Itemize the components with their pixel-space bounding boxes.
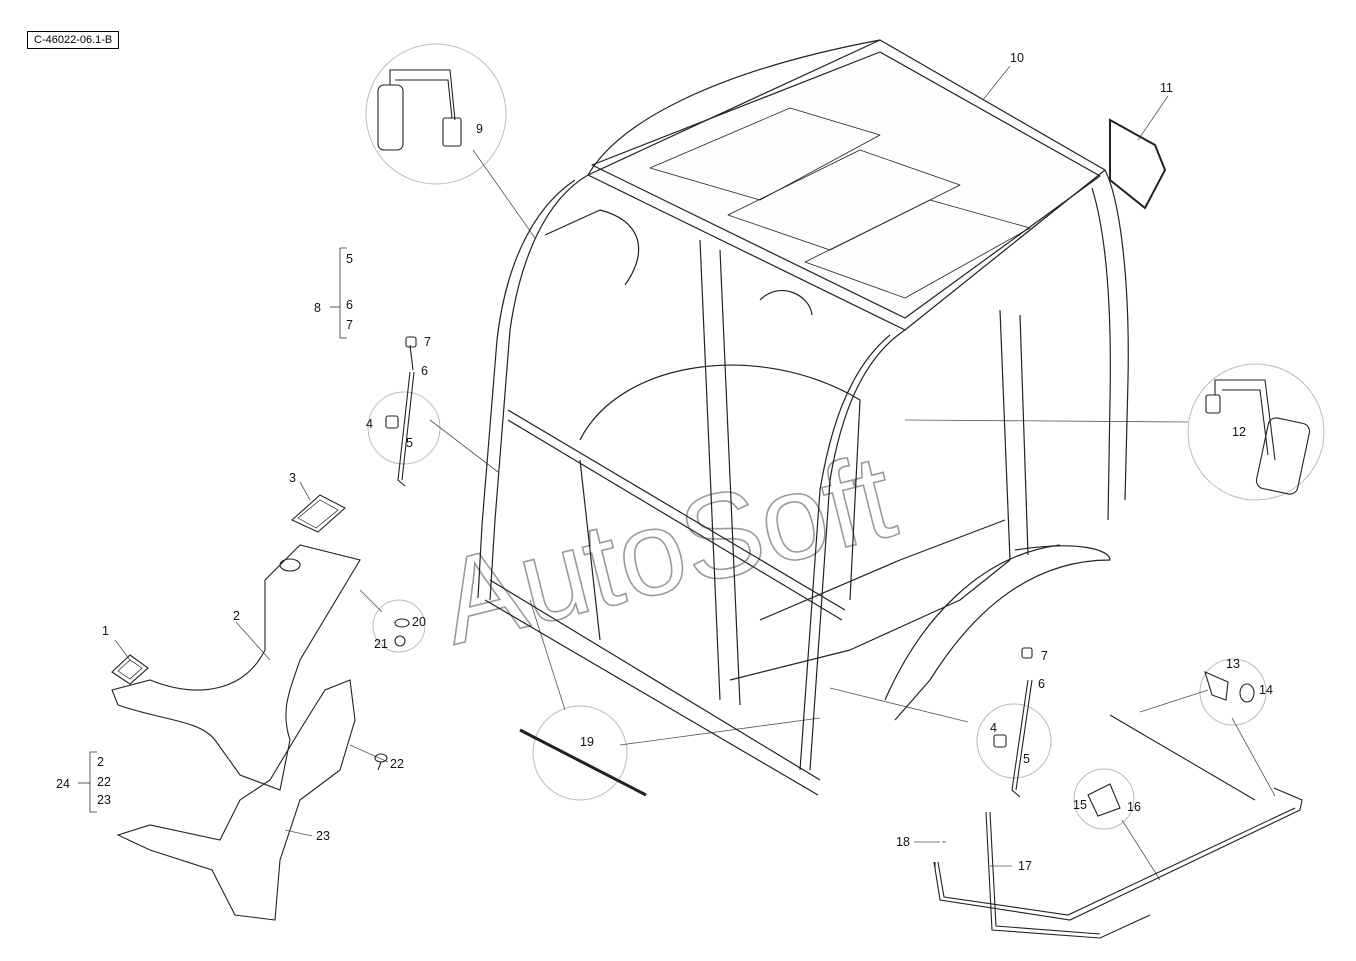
latch-assembly-left <box>385 336 417 487</box>
group-24: 24 2 22 23 <box>56 755 111 807</box>
mirror-right <box>1205 379 1311 495</box>
callout-18: 18 <box>896 835 910 849</box>
latch-assembly-right <box>993 647 1033 798</box>
group-child-7: 7 <box>346 318 353 332</box>
callout-10: 10 <box>1010 51 1024 65</box>
fasteners <box>374 618 410 771</box>
callout-2: 2 <box>233 609 240 623</box>
duct-2 <box>111 544 361 791</box>
clip <box>1087 783 1121 817</box>
callout-6-right: 6 <box>1038 677 1045 691</box>
mirror-left <box>377 69 462 151</box>
callout-23: 23 <box>316 829 330 843</box>
group-child-22: 22 <box>97 775 111 789</box>
callout-5-right: 5 <box>1023 752 1030 766</box>
callout-16: 16 <box>1127 800 1141 814</box>
pipes <box>933 714 1303 939</box>
group-8: 8 5 6 7 <box>314 252 353 332</box>
callout-5-left: 5 <box>406 436 413 450</box>
callout-4-right: 4 <box>990 721 997 735</box>
detail-circle-latch-right <box>976 703 1052 779</box>
callout-19: 19 <box>580 735 594 749</box>
duct-parts <box>111 494 361 921</box>
detail-circle-rod <box>532 705 628 801</box>
gasket-1 <box>111 654 149 685</box>
detail-circle-clip <box>1073 768 1135 830</box>
callout-7-right: 7 <box>1041 649 1048 663</box>
group-parent-8: 8 <box>314 301 321 315</box>
detail-circle-mirror-right <box>1187 363 1325 501</box>
callout-21: 21 <box>374 637 388 651</box>
callout-13: 13 <box>1226 657 1240 671</box>
callout-12: 12 <box>1232 425 1246 439</box>
group-bracket-24 <box>78 751 97 813</box>
detail-circle-fitting <box>1199 658 1267 726</box>
group-parent-24: 24 <box>56 777 70 791</box>
callout-17: 17 <box>1018 859 1032 873</box>
group-child-5: 5 <box>346 252 353 266</box>
group-bracket-8 <box>330 247 347 339</box>
detail-circle-mirror-left <box>365 43 507 185</box>
gasket-3 <box>291 494 346 533</box>
drawing-reference: C-46022-06.1-B <box>27 31 120 49</box>
callout-22: 22 <box>390 757 404 771</box>
callout-14: 14 <box>1259 683 1273 697</box>
callout-15: 15 <box>1073 798 1087 812</box>
rod <box>519 728 647 797</box>
seal-strip <box>1109 118 1167 210</box>
cab-frame <box>477 39 1129 796</box>
callout-3: 3 <box>289 471 296 485</box>
roof-panel <box>587 39 1106 331</box>
callout-4-left: 4 <box>366 417 373 431</box>
group-child-2: 2 <box>97 755 104 769</box>
fitting <box>1204 671 1255 703</box>
detail-circle-fasteners <box>372 599 426 653</box>
callout-7-left: 7 <box>424 335 431 349</box>
group-child-23: 23 <box>97 793 111 807</box>
callout-1: 1 <box>102 624 109 638</box>
callout-9: 9 <box>476 122 483 136</box>
callout-20: 20 <box>412 615 426 629</box>
callout-6-left: 6 <box>421 364 428 378</box>
group-child-6: 6 <box>346 298 353 312</box>
duct-23 <box>116 679 356 921</box>
callout-11: 11 <box>1160 81 1173 95</box>
